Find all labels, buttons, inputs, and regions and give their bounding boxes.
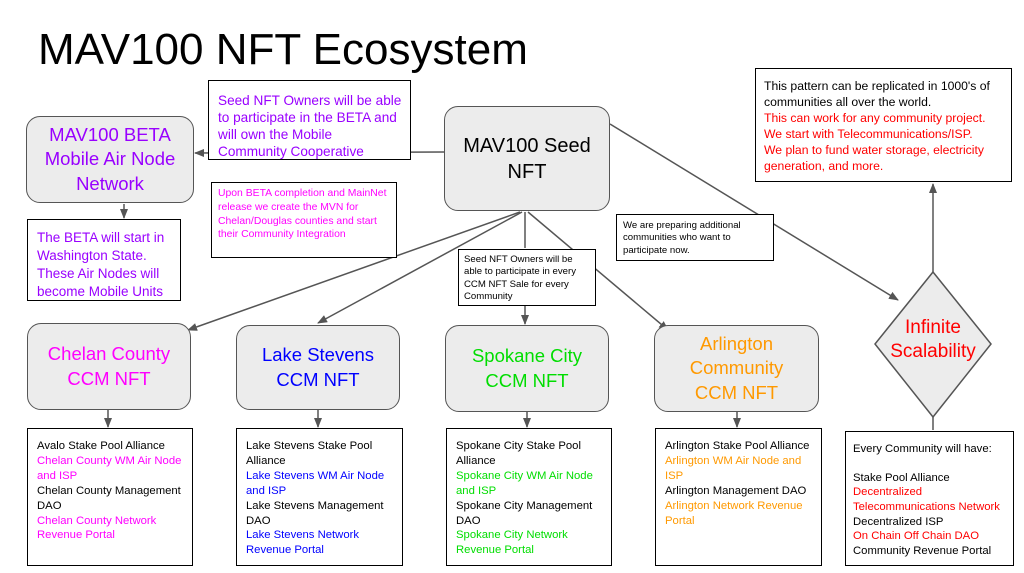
list-item: Chelan County WM Air Node and ISP [37,454,182,482]
list-item: Lake Stevens Stake Pool Alliance [246,440,373,467]
list-item: Avalo Stake Pool Alliance [37,440,165,452]
list-item: Lake Stevens Network Revenue Portal [246,529,360,557]
list-item: Chelan County Management DAO [37,484,181,512]
beta-completion-note: Upon BETA completion and MainNet release… [211,182,397,258]
list-item: Arlington Management DAO [665,484,807,497]
list-item: Lake Stevens Management DAO [246,499,384,527]
community-node-arlington[interactable]: Arlington Community CCM NFT [654,325,819,412]
seed-nft-node[interactable]: MAV100 Seed NFT [444,106,610,211]
list-item: Community Revenue Portal [853,545,992,558]
community-list-lake-stevens: Lake Stevens Stake Pool Alliance Lake St… [236,428,403,566]
list-item: Arlington Stake Pool Alliance [665,440,810,452]
infinite-scalability-label: Infinite Scalability [890,317,976,362]
community-list-arlington: Arlington Stake Pool Alliance Arlington … [655,428,822,566]
ccm-sale-note: Seed NFT Owners will be able to particip… [458,249,596,306]
list-item: Spokane City Network Revenue Portal [456,529,568,557]
pattern-note: This pattern can be replicated in 1000's… [755,68,1012,182]
infinite-diamond-shape [874,270,992,419]
infinite-scalability-node[interactable]: Infinite Scalability [877,316,989,364]
arrow-seed-to-lake-stevens [317,211,523,324]
beta-label: MAV100 BETA Mobile Air Node Network [44,124,176,194]
every-community-box: Every Community will have: Stake Pool Al… [845,431,1014,566]
community-node-spokane[interactable]: Spokane City CCM NFT [445,325,609,412]
seed-nft-label: MAV100 Seed NFT [463,134,591,183]
preparing-note: We are preparing additional communities … [616,214,774,261]
list-item: Decentralized ISP [853,515,944,528]
list-item: Spokane City WM Air Node and ISP [456,469,593,497]
list-item: Arlington Network Revenue Portal [665,499,803,527]
list-item: Spokane City Management DAO [456,499,593,527]
list-item: Spokane City Stake Pool Alliance [456,440,581,467]
beta-node[interactable]: MAV100 BETA Mobile Air Node Network [26,116,194,203]
seed-owner-note: Seed NFT Owners will be able to particip… [208,80,411,160]
arrow-seed-to-chelan [187,211,521,331]
list-item: Arlington WM Air Node and ISP [665,454,802,482]
arrow-seed-to-arlington [527,211,669,331]
community-node-lake-stevens[interactable]: Lake Stevens CCM NFT [236,325,400,410]
page-title: MAV100 NFT Ecosystem [38,25,528,74]
community-node-chelan[interactable]: Chelan County CCM NFT [27,323,191,410]
community-list-spokane: Spokane City Stake Pool Alliance Spokane… [446,428,612,566]
list-item: Decentralized Telecommunications Network [853,486,1000,514]
community-list-chelan: Avalo Stake Pool Alliance Chelan County … [27,428,193,566]
beta-description: The BETA will start in Washington State.… [27,219,181,301]
every-community-heading: Every Community will have: [853,443,992,455]
list-item: Stake Pool Alliance [853,471,950,484]
list-item: Chelan County Network Revenue Portal [37,514,157,542]
arrow-seed-to-infinite [609,123,899,301]
list-item: Lake Stevens WM Air Node and ISP [246,469,385,497]
list-item: On Chain Off Chain DAO [853,530,979,543]
